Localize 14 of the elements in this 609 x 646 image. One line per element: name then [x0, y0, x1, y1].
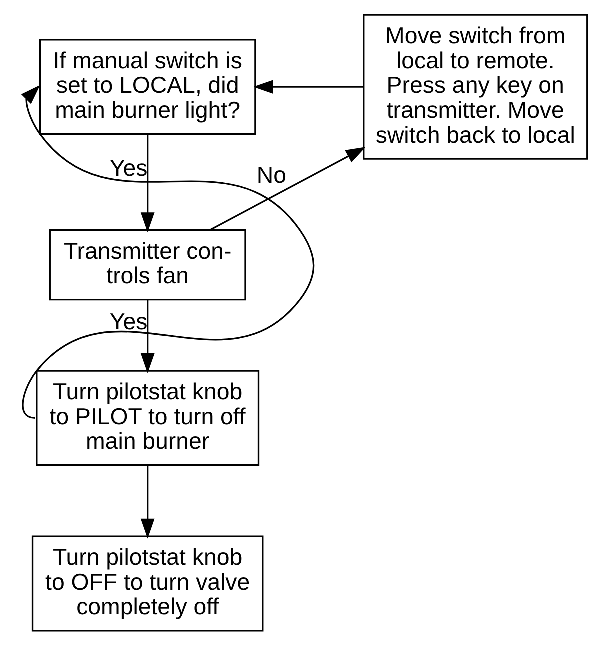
node-box: Turn pilotstat knob to OFF to turn valve completely off — [31, 536, 264, 632]
arrow — [253, 80, 364, 94]
node-box: Move switch from local to remote. Press any key on transmitter. Move switch back to local — [362, 14, 588, 160]
arrow — [209, 147, 366, 231]
node-box: Turn pilotstat knob to PILOT to turn off main burner — [36, 370, 260, 466]
edge-label: Yes — [109, 155, 148, 182]
node-box: Transmitter con- trols fan — [48, 229, 246, 301]
edge-label: Yes — [109, 308, 148, 334]
node-box: If manual switch is set to LOCAL, did main burner light? — [38, 39, 256, 136]
arrow — [20, 85, 314, 419]
edge-label: No — [256, 162, 286, 188]
arrow — [140, 465, 154, 539]
arrow — [140, 300, 154, 374]
arrow — [140, 134, 154, 232]
